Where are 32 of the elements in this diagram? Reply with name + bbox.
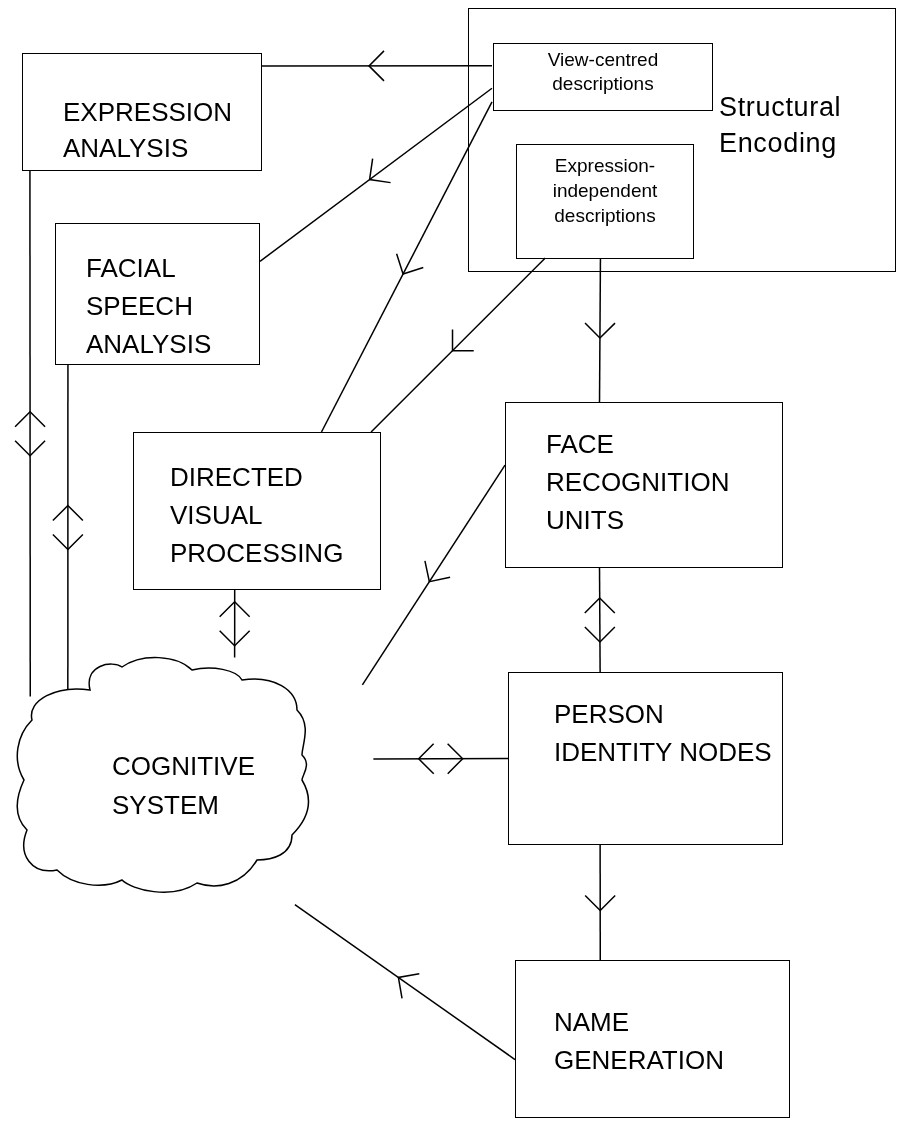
arrow [584, 257, 616, 403]
box-label: DIRECTED VISUAL PROCESSING [170, 462, 344, 568]
process-box [55, 223, 260, 365]
process-box [133, 432, 381, 590]
arrow [584, 567, 616, 673]
group-heading: Structural Encoding [719, 92, 842, 158]
box-label: FACIAL SPEECH ANALYSIS [86, 253, 212, 359]
arrow [14, 170, 46, 698]
arrow [294, 903, 516, 1061]
process-box [493, 43, 713, 111]
arrow [370, 257, 546, 433]
arrow [218, 589, 251, 659]
box-label: View-centred descriptions [547, 49, 659, 94]
arrow [584, 844, 616, 961]
process-box [515, 960, 790, 1118]
process-box [22, 53, 262, 171]
arrow [320, 101, 493, 433]
group-box [468, 8, 896, 272]
box-label: EXPRESSION ANALYSIS [63, 97, 233, 163]
arrow [361, 464, 506, 686]
box-label: PERSON IDENTITY NODES [554, 699, 772, 767]
box-label: COGNITIVE SYSTEM [112, 751, 255, 820]
box-label: Expression- independent descriptions [552, 155, 658, 226]
arrow [52, 364, 84, 691]
box-label: FACE RECOGNITION UNITS [546, 429, 730, 535]
arrow [259, 87, 493, 263]
arrow [372, 742, 509, 775]
box-label: NAME GENERATION [554, 1007, 724, 1075]
arrow [261, 50, 493, 82]
process-box [508, 672, 783, 845]
process-box [516, 144, 694, 259]
process-box [505, 402, 783, 568]
